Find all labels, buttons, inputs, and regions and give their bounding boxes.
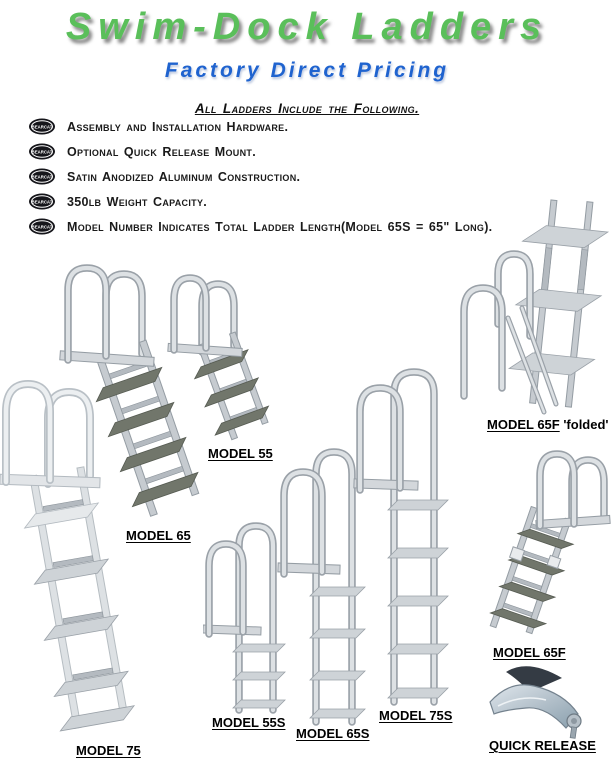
product-image-model-65f[interactable]	[488, 446, 614, 655]
product-image-model-65f-folded[interactable]	[452, 190, 614, 427]
svg-text:BEARCAT: BEARCAT	[32, 124, 53, 129]
bearcat-logo-icon: BEARCAT	[29, 143, 55, 160]
feature-text: Model Number Indicates Total Ladder Leng…	[67, 219, 493, 234]
product-image-model-75[interactable]	[0, 376, 150, 747]
product-label-text: MODEL 65	[126, 528, 191, 543]
product-image-model-65s[interactable]	[276, 444, 378, 733]
ladder-illustration	[167, 274, 270, 441]
svg-text:BEARCAT: BEARCAT	[32, 199, 53, 204]
product-label-text: MODEL 65S	[296, 726, 370, 741]
svg-text:BEARCAT: BEARCAT	[32, 149, 53, 154]
feature-item: BEARCAT Satin Anodized Aluminum Construc…	[28, 164, 492, 189]
ladder-illustration	[277, 448, 366, 726]
features-heading: All Ladders Include the Following.	[194, 101, 420, 116]
feature-item: BEARCAT Optional Quick Release Mount.	[28, 139, 492, 164]
ladder-folded-illustration	[460, 199, 610, 415]
product-label-model-65s[interactable]: MODEL 65S	[296, 726, 369, 741]
page-subtitle: Factory Direct Pricing	[164, 59, 450, 82]
bearcat-logo-icon: BEARCAT	[29, 218, 55, 235]
feature-item: BEARCAT Assembly and Installation Hardwa…	[28, 114, 492, 139]
product-label-model-65f[interactable]: MODEL 65F	[493, 645, 566, 660]
feature-text: Assembly and Installation Hardware.	[67, 119, 289, 134]
product-image-quick-release[interactable]	[484, 658, 592, 745]
product-label-text: MODEL 55	[208, 446, 273, 461]
page-title: Swim-Dock Ladders	[65, 6, 549, 48]
svg-text:BEARCAT: BEARCAT	[32, 224, 53, 229]
quick-release-bracket-illustration	[489, 666, 582, 739]
product-image-model-55s[interactable]	[202, 518, 291, 721]
product-label-text: MODEL 55S	[212, 715, 286, 730]
product-label-model-75[interactable]: MODEL 75	[76, 743, 141, 758]
svg-text:BEARCAT: BEARCAT	[32, 174, 53, 179]
ladder-illustration	[0, 379, 136, 732]
ladder-illustration	[353, 368, 449, 706]
feature-text: Satin Anodized Aluminum Construction.	[67, 169, 301, 184]
product-image-model-75s[interactable]	[352, 368, 460, 713]
product-label-text: MODEL 75	[76, 743, 141, 758]
feature-text: Optional Quick Release Mount.	[67, 144, 256, 159]
product-label-text: MODEL 75S	[379, 708, 453, 723]
product-label-suffix: 'folded'	[559, 417, 609, 432]
product-label-model-75s[interactable]: MODEL 75S	[379, 708, 452, 723]
product-label-model-65[interactable]: MODEL 65	[126, 528, 191, 543]
product-label-quick-release[interactable]: QUICK RELEASE	[489, 738, 596, 753]
ladder-illustration	[59, 264, 200, 517]
features-list: BEARCAT Assembly and Installation Hardwa…	[28, 114, 492, 239]
product-label-model-55[interactable]: MODEL 55	[208, 446, 273, 461]
product-image-model-65[interactable]	[58, 258, 208, 533]
product-label-model-65f-folded[interactable]: MODEL 65F 'folded'	[487, 417, 609, 432]
ladder-illustration	[489, 450, 611, 635]
product-label-text: MODEL 65F	[493, 645, 566, 660]
bearcat-logo-icon: BEARCAT	[29, 118, 55, 135]
ladder-illustration	[202, 522, 286, 714]
feature-item: BEARCAT Model Number Indicates Total Lad…	[28, 214, 492, 239]
bearcat-logo-icon: BEARCAT	[29, 168, 55, 185]
feature-text: 350lb Weight Capacity.	[67, 194, 208, 209]
product-label-model-55s[interactable]: MODEL 55S	[212, 715, 285, 730]
product-label-text: MODEL 65F	[487, 417, 560, 432]
product-label-text: QUICK RELEASE	[489, 738, 596, 753]
bearcat-logo-icon: BEARCAT	[29, 193, 55, 210]
product-image-model-55[interactable]	[166, 266, 284, 453]
feature-item: BEARCAT 350lb Weight Capacity.	[28, 189, 492, 214]
